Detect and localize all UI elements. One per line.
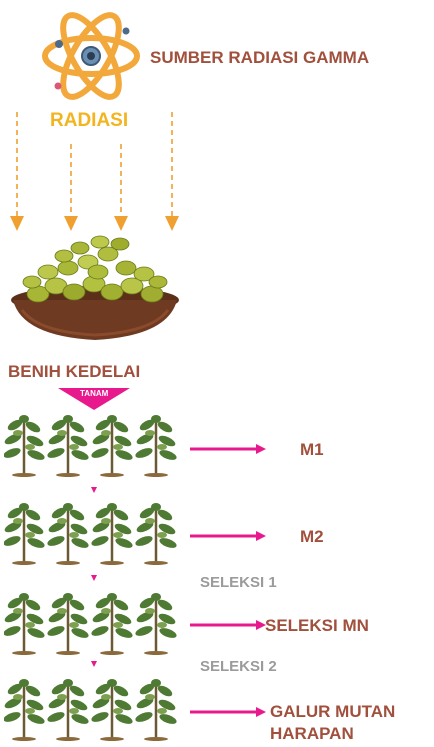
down-arrow-3 <box>89 659 99 669</box>
plant-row-1 <box>4 413 188 477</box>
stage-arrow-3 <box>190 619 266 631</box>
atom-icon <box>38 6 144 106</box>
radiation-arrows <box>0 104 200 234</box>
selection-label-2: SELEKSI 2 <box>200 658 277 675</box>
down-arrow-2 <box>89 573 99 583</box>
plant-label: TANAM <box>80 389 109 398</box>
stage-label-m1: M1 <box>300 440 324 459</box>
seed-label: BENIH KEDELAI <box>8 362 141 381</box>
stage-label-m2: M2 <box>300 527 324 546</box>
stage-label-seleksi-mn: SELEKSI MN <box>265 616 369 635</box>
selection-label-1: SELEKSI 1 <box>200 574 277 591</box>
radiation-label: RADIASI <box>50 110 129 131</box>
stage-label-harapan: HARAPAN <box>270 724 354 743</box>
source-title: SUMBER RADIASI GAMMA <box>150 48 370 67</box>
plant-row-2 <box>4 501 188 565</box>
plant-arrow <box>58 388 130 410</box>
soybean-bowl-image <box>8 232 182 348</box>
plant-row-3 <box>4 591 188 655</box>
down-arrow-1 <box>89 485 99 495</box>
stage-arrow-2 <box>190 530 266 542</box>
stage-arrow-1 <box>190 443 266 455</box>
stage-label-galur-mutan: GALUR MUTAN <box>270 702 396 721</box>
stage-arrow-4 <box>190 706 266 718</box>
plant-row-4 <box>4 677 188 741</box>
